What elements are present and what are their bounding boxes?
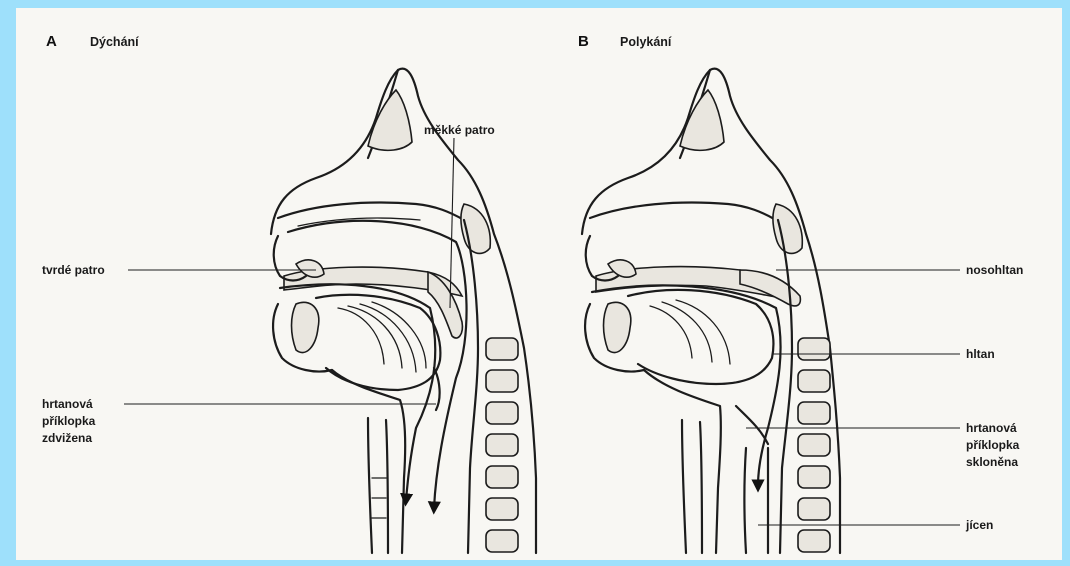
head-section-swallowing (582, 69, 840, 553)
panel-b-title: Polykání (620, 35, 672, 49)
label-esophagus: jícen (965, 518, 993, 532)
anatomy-figure: A Dýchání (16, 8, 1062, 560)
label-epiglottis-b-2: příklopka (966, 438, 1020, 452)
label-epiglottis-a-2: příklopka (42, 414, 96, 428)
tongue (316, 295, 440, 390)
cervical-vertebrae-b (798, 338, 830, 552)
cervical-vertebrae (486, 338, 518, 552)
trachea-back-b (700, 422, 702, 553)
tongue-b-fibre-2 (662, 302, 712, 362)
lower-tooth-mandible (292, 302, 319, 352)
figure-sheet: A Dýchání (16, 8, 1062, 560)
label-epiglottis-a-3: zdvižena (42, 431, 92, 445)
nasal-cavity-roof-b (590, 203, 776, 220)
trachea-front (368, 418, 372, 553)
tongue-fibre-1 (338, 308, 384, 364)
esophagus-front (745, 448, 747, 553)
head-section-breathing (271, 69, 536, 553)
trachea-front-b (682, 420, 686, 553)
lower-tooth-mandible-b (604, 302, 631, 352)
epiglottis-lowered (736, 406, 768, 444)
label-soft-palate: měkké patro (424, 123, 495, 137)
pharynx-back-wall (464, 220, 478, 553)
panel-a-title: Dýchání (90, 35, 139, 49)
label-epiglottis-b-3: skloněna (966, 455, 1018, 469)
label-hard-palate: tvrdé patro (42, 263, 105, 277)
tongue-b (628, 290, 773, 384)
label-pharynx: hltan (966, 347, 995, 361)
nasal-cavity-roof (278, 203, 464, 220)
panel-a-letter: A (46, 33, 57, 50)
panel-b: B Polykání (578, 33, 1023, 553)
label-epiglottis-b-1: hrtanová (966, 421, 1017, 435)
trachea-back (386, 420, 388, 553)
panel-b-letter: B (578, 33, 589, 50)
tongue-fibre-2 (348, 306, 402, 368)
panel-a: A Dýchání (42, 33, 536, 553)
label-epiglottis-a-1: hrtanová (42, 397, 93, 411)
trachea-rings (372, 478, 386, 518)
label-nasopharynx: nosohltan (966, 263, 1023, 277)
pharyngeal-tonsil-b (773, 204, 802, 253)
